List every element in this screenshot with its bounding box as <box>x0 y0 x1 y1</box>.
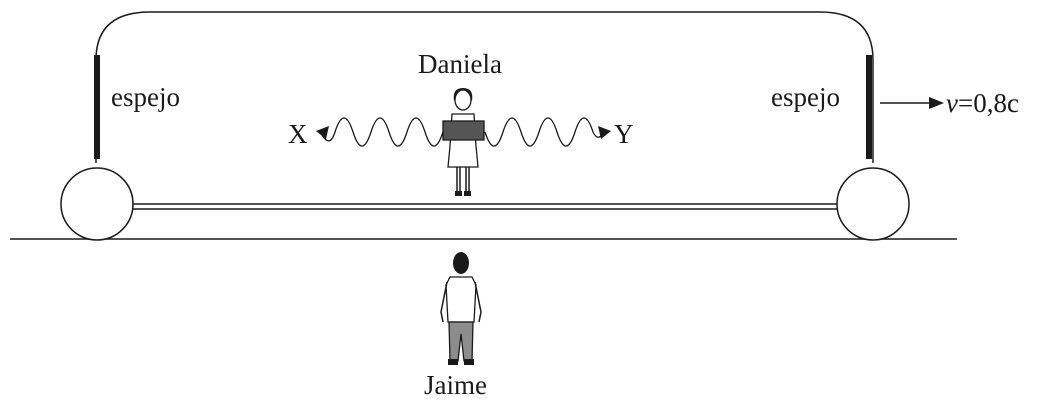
velocity-symbol: v <box>946 88 958 118</box>
left-light-wave <box>321 117 444 147</box>
direction-y-label: Y <box>614 119 634 149</box>
jaime-label: Jaime <box>424 370 487 400</box>
left-wave-arrowhead <box>316 126 329 139</box>
velocity-value: =0,8c <box>958 88 1019 118</box>
left-wheel <box>60 167 134 241</box>
left-mirror <box>94 55 100 159</box>
right-light-wave <box>484 117 604 147</box>
velocity-label: v=0,8c <box>946 88 1019 118</box>
jaime-figure <box>440 252 482 365</box>
wagon-body <box>95 11 874 163</box>
daniela-light-box <box>442 120 485 141</box>
daniela-right-shoe <box>464 191 471 196</box>
daniela-label: Daniela <box>418 49 502 79</box>
right-wave-arrowhead <box>598 126 611 139</box>
velocity-arrow-head <box>929 97 944 109</box>
right-mirror <box>866 55 872 159</box>
left-mirror-label: espejo <box>111 82 180 112</box>
jaime-shirt <box>445 276 477 323</box>
jaime-right-shoe <box>464 359 474 365</box>
daniela-head <box>454 89 472 111</box>
jaime-left-arm <box>440 281 448 323</box>
daniela-figure <box>442 88 485 196</box>
daniela-left-shoe <box>455 191 462 196</box>
jaime-head <box>453 252 469 274</box>
direction-x-label: X <box>288 119 308 149</box>
jaime-left-shoe <box>448 359 458 365</box>
jaime-right-arm <box>474 281 482 323</box>
right-wheel <box>836 167 910 241</box>
right-mirror-label: espejo <box>771 82 840 112</box>
jaime-trousers <box>448 321 474 362</box>
